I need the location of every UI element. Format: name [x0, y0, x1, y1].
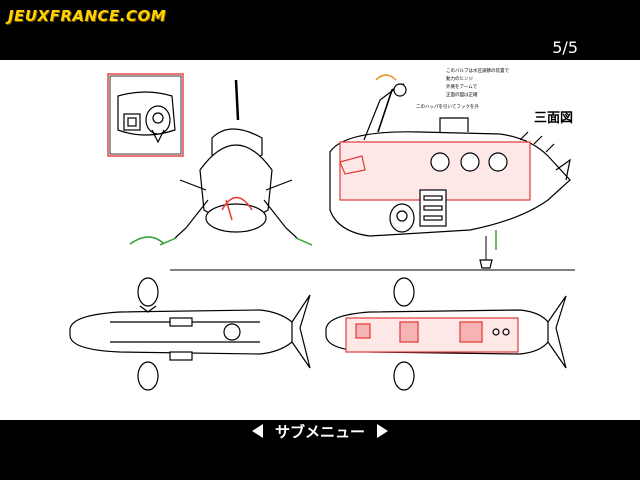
bottom-bar: サブメニュー: [0, 420, 640, 480]
top-bar: JEUXFRANCE.COM 5/5: [0, 0, 640, 60]
submarine-blueprint-drawing: 三面図 このバルブは水圧調節の装置で 動力のヒンジ 外側をアームで 正面の図は正…: [69, 67, 575, 391]
front-view-submarine: [159, 79, 313, 246]
note-line-5: 二のハッパを引いてフックを外: [416, 103, 479, 110]
blueprint-sheet: 三面図 このバルブは水圧調節の装置で 動力のヒンジ 外側をアームで 正面の図は正…: [0, 60, 640, 420]
note-line-3: 外側をアームで: [446, 83, 478, 90]
page-counter: 5/5: [552, 38, 578, 57]
note-line-2: 動力のヒンジ: [446, 75, 473, 82]
note-line-4: 正面の図は正確: [446, 91, 478, 98]
submenu-label[interactable]: サブメニュー: [274, 422, 365, 441]
site-logo: JEUXFRANCE.COM: [8, 7, 167, 25]
side-view-submarine: [329, 74, 571, 269]
top-view-submarine-right: [325, 277, 567, 391]
note-line-1: このバルブは水圧調節の装置で: [446, 67, 509, 74]
drawing-title: 三面図: [534, 111, 573, 126]
right-arrow-icon[interactable]: [377, 424, 388, 438]
detail-inset: [107, 73, 184, 157]
submenu-nav: サブメニュー: [0, 420, 640, 442]
left-arrow-icon[interactable]: [251, 424, 263, 438]
top-view-submarine-left: [69, 236, 311, 391]
